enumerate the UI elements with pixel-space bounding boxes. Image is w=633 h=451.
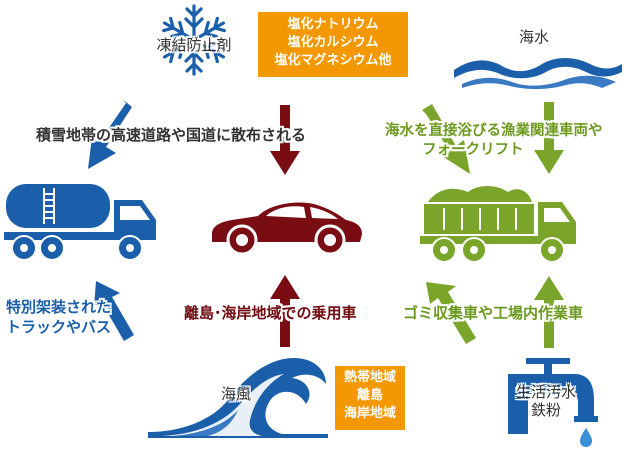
arrow-to-tanker <box>88 99 132 169</box>
arrow-up-to-car <box>270 275 300 347</box>
car-icon <box>212 202 362 256</box>
snowflake-icon <box>158 4 230 76</box>
arrow-up-to-tanker <box>94 281 134 341</box>
garbage-caption: ゴミ収集車や工場内作業車 <box>403 304 584 322</box>
sea-waves-icon <box>454 58 622 89</box>
arrow-up-left-to-dumptruck <box>426 282 476 344</box>
fishing-caption-line2: フォークリフト <box>422 142 524 158</box>
arrow-to-dumptruck-diag <box>422 104 470 174</box>
region-item: 海岸地域 <box>343 406 396 421</box>
household-label-line1: 生活汚水 <box>515 383 576 401</box>
special-vehicle-caption-line2: トラックやバス <box>6 318 112 336</box>
sea-wind-regions-box: 熱帯地域 離島 海岸地域 <box>335 366 405 430</box>
arrow-down-to-dumptruck <box>534 102 564 174</box>
chemical-item: 塩化ナトリウム <box>287 17 379 32</box>
sea-wind-label: 海風 <box>220 385 251 403</box>
special-vehicle-caption-line1: 特別架装された <box>6 298 112 316</box>
faucet-icon <box>508 358 598 447</box>
chemical-item: 塩化カルシウム <box>287 35 379 50</box>
region-item: 離島 <box>356 388 383 403</box>
household-label-line2: 鉄粉 <box>530 401 561 419</box>
fishing-caption-line1: 海水を直接浴びる漁業関連車両や <box>385 123 603 139</box>
chemical-item: 塩化マグネシウム他 <box>274 53 392 68</box>
dump-truck-icon <box>420 186 576 263</box>
island-cars-caption: 離島･海岸地域での乗用車 <box>184 304 357 322</box>
deicer-label: 凍結防止剤 <box>156 36 232 54</box>
arrow-down-to-car <box>270 105 300 175</box>
region-item: 熱帯地域 <box>343 370 396 385</box>
deicer-chemicals-box: 塩化ナトリウム 塩化カルシウム 塩化マグネシウム他 <box>258 12 408 77</box>
tanker-truck-icon <box>4 184 156 261</box>
highway-caption: 積雪地帯の高速道路や国道に散布される <box>36 126 307 144</box>
seawater-label: 海水 <box>518 28 549 46</box>
arrow-up-from-faucet <box>534 276 564 348</box>
sea-wind-wave-icon <box>148 358 328 438</box>
